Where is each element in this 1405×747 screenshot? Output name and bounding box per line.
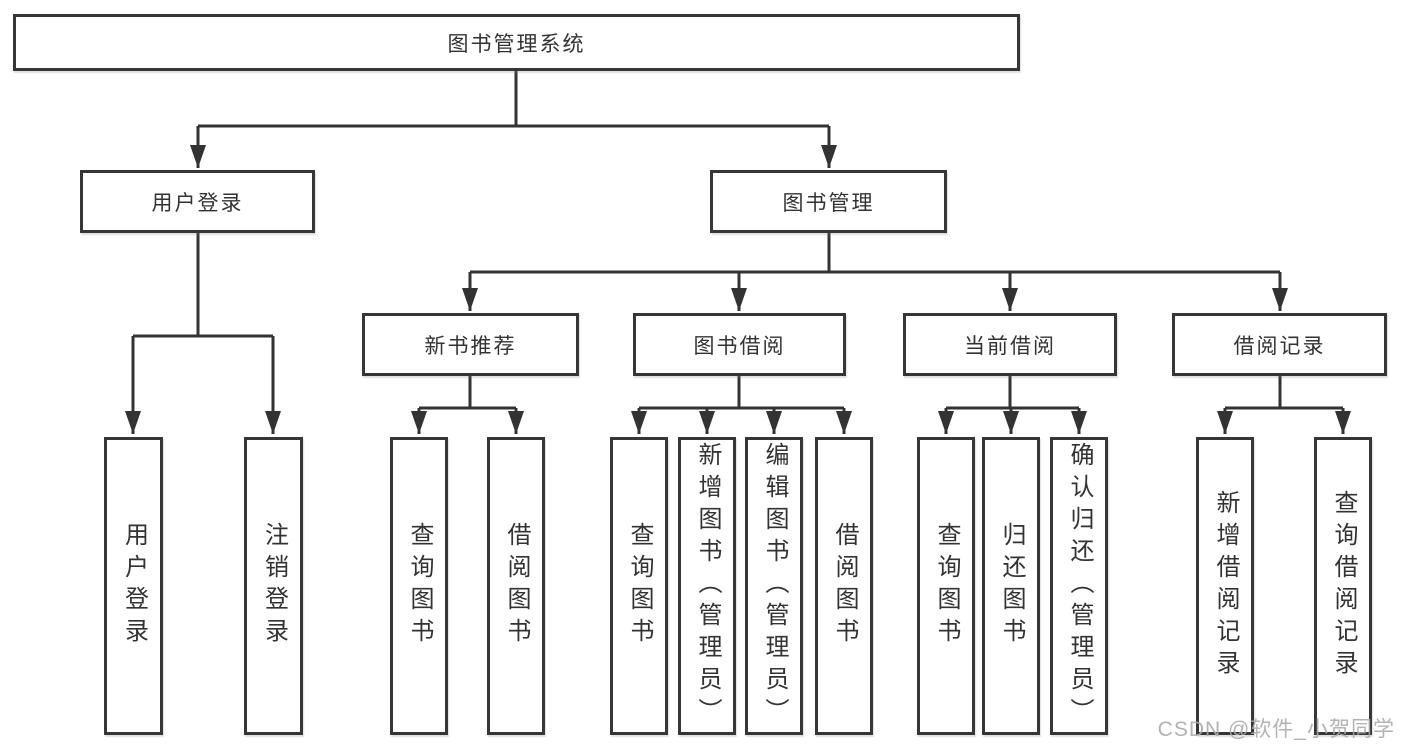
node-new-book-recommend-label: 新书推荐 [424, 334, 517, 358]
node-current-borrow-label: 当前借阅 [964, 334, 1056, 358]
node-current-borrow: 当前借阅 [903, 313, 1117, 376]
connector-book-mgmt-trunk [470, 233, 1280, 274]
leaf-borrow-book-label: 借阅图书 [831, 522, 858, 650]
node-book-borrow-label: 图书借阅 [693, 334, 786, 358]
leaf-current-confirm-return-admin: 确认归还（管理员） [1050, 437, 1108, 735]
connector-book-borrow-trunk [639, 376, 844, 410]
node-book-borrow: 图书借阅 [633, 313, 846, 376]
leaf-new-books-borrow: 借阅图书 [487, 437, 545, 735]
csdn-watermark: CSDN @软件_小贺同学 [1157, 718, 1395, 741]
leaf-current-confirm-return-admin-label: 确认归还（管理员） [1066, 442, 1093, 730]
leaf-records-query-label: 查询借阅记录 [1330, 490, 1357, 682]
node-borrow-records: 借阅记录 [1172, 313, 1387, 376]
connector-current-borrow-trunk [946, 376, 1079, 410]
leaf-current-return-label: 归还图书 [998, 522, 1025, 650]
leaf-records-add: 新增借阅记录 [1196, 437, 1254, 735]
leaf-logout: 注销登录 [244, 437, 303, 735]
leaf-current-query-label: 查询图书 [933, 522, 960, 650]
leaf-current-return: 归还图书 [982, 437, 1040, 735]
node-book-management-label: 图书管理 [782, 191, 875, 215]
node-library-system-label: 图书管理系统 [447, 32, 586, 56]
leaf-user-login: 用户登录 [104, 437, 163, 735]
leaf-borrow-edit-admin-label: 编辑图书（管理员） [761, 442, 788, 730]
leaf-current-query: 查询图书 [917, 437, 975, 735]
node-borrow-records-label: 借阅记录 [1233, 334, 1326, 358]
leaf-new-books-borrow-label: 借阅图书 [503, 522, 530, 650]
connector-borrow-records-trunk [1225, 376, 1343, 410]
leaf-logout-label: 注销登录 [260, 522, 288, 650]
connector-new-books-trunk [419, 376, 516, 410]
leaf-borrow-book: 借阅图书 [815, 437, 873, 735]
connector-user-login-trunk [133, 233, 273, 338]
leaf-borrow-query: 查询图书 [610, 437, 668, 735]
leaf-new-books-query: 查询图书 [390, 437, 448, 735]
connector-root-trunk [198, 70, 829, 128]
leaf-borrow-edit-admin: 编辑图书（管理员） [745, 437, 803, 735]
node-user-login-label: 用户登录 [151, 191, 244, 215]
connector-arrows [125, 126, 1351, 434]
node-book-management: 图书管理 [710, 170, 947, 233]
leaf-borrow-add-admin-label: 新增图书（管理员） [694, 442, 721, 730]
leaf-borrow-query-label: 查询图书 [626, 522, 653, 650]
leaf-new-books-query-label: 查询图书 [406, 522, 433, 650]
leaf-records-query: 查询借阅记录 [1314, 437, 1372, 735]
leaf-borrow-add-admin: 新增图书（管理员） [678, 437, 736, 735]
node-new-book-recommend: 新书推荐 [362, 313, 579, 376]
node-user-login: 用户登录 [80, 170, 315, 233]
node-library-system: 图书管理系统 [13, 14, 1020, 71]
leaf-user-login-label: 用户登录 [120, 522, 148, 650]
leaf-records-add-label: 新增借阅记录 [1212, 490, 1239, 682]
